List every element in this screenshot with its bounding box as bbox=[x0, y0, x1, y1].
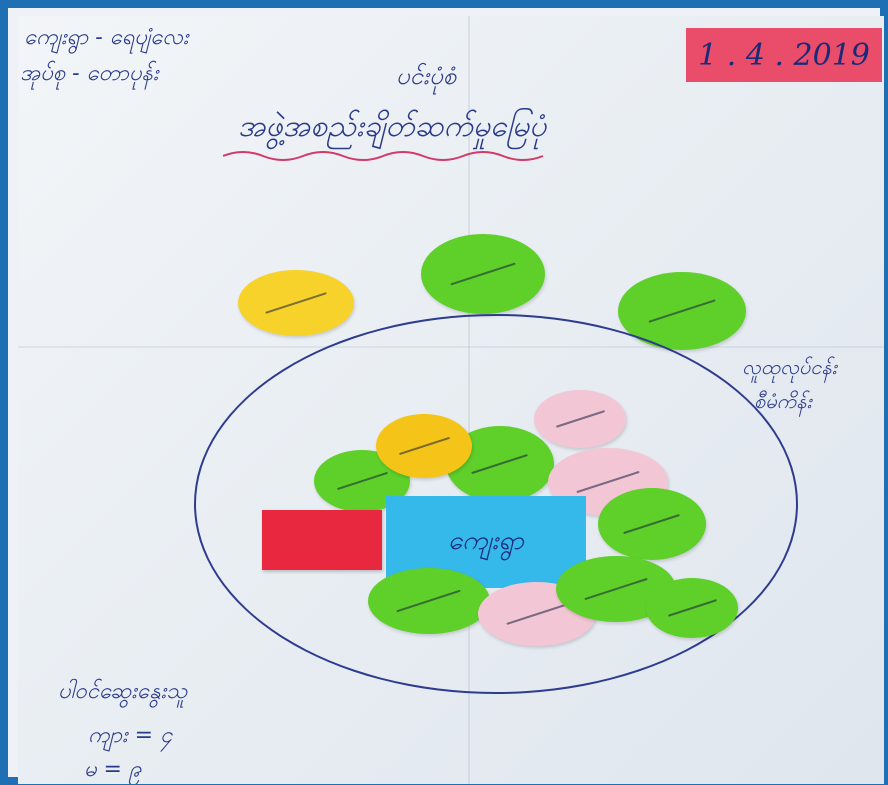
side-note-line2: စီမံကိန်း bbox=[754, 389, 812, 413]
village-label: ကျေးရွာ - ရေပျံလေး bbox=[24, 25, 189, 50]
date-text: 1 . 4 . 2019 bbox=[698, 37, 870, 73]
sticky-note-red bbox=[262, 510, 382, 570]
sticky-note-yellow-top-left bbox=[238, 270, 354, 336]
male-count: ကျား = ၄ bbox=[88, 723, 173, 748]
subtitle: ပင်းပုံစံ bbox=[396, 62, 457, 90]
side-note-line1: လူထုလုပ်ငန်း bbox=[742, 355, 837, 379]
community-circle bbox=[194, 314, 798, 694]
participants-label: ပါဝင်ဆွေးနွေးသူ bbox=[58, 679, 188, 704]
title-underline bbox=[223, 151, 544, 161]
page-title: အဖွဲ့အစည်းချိတ်ဆက်မှုမြေပုံ bbox=[238, 109, 547, 144]
sticky-note-green-lower-3 bbox=[646, 578, 738, 638]
female-count: မ = ၉ bbox=[84, 757, 142, 782]
flip-chart-paper: ကျေးရွာ - ရေပျံလေး အုပ်စု - တောပုန်း ပင်… bbox=[18, 16, 884, 784]
center-label: ကျေးရွာ bbox=[448, 525, 524, 556]
sticky-note-pink-inner-1 bbox=[534, 390, 626, 448]
date-sticky-note: 1 . 4 . 2019 bbox=[686, 28, 882, 82]
village-tract-label: အုပ်စု - တောပုန်း bbox=[20, 61, 159, 86]
sticky-note-green-top-center bbox=[421, 234, 545, 314]
sticky-note-green-lower-1 bbox=[368, 568, 490, 634]
sticky-note-yellow-inner bbox=[376, 414, 472, 478]
sticky-note-green-inner-3 bbox=[598, 488, 706, 560]
